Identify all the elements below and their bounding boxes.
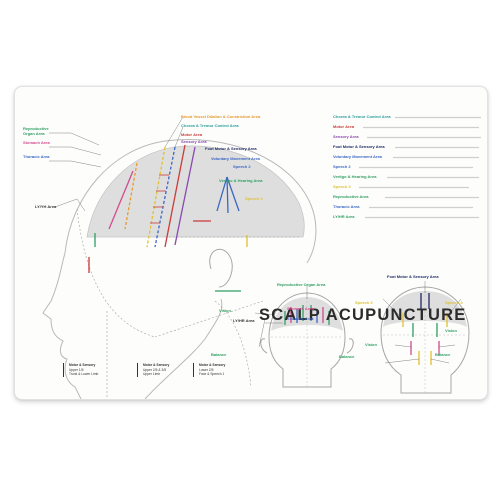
right-list-item: LY/HR Area: [333, 214, 355, 219]
right-list-item: Reproductive Area: [333, 194, 369, 199]
back-label-vision: Vision: [219, 308, 231, 313]
leader-lines: [49, 116, 184, 212]
rear-head: [380, 281, 470, 394]
right-list-item: Thoracic Area: [333, 204, 360, 209]
legend-box-lower-2-5: Motor & Sensory Lower 2/5 Face & Speech …: [193, 363, 225, 377]
legend-line: Face & Speech 1: [199, 372, 225, 377]
rear-label-speech3-right: Speech 3: [445, 300, 463, 305]
rear-label-balance-left: Balance: [339, 354, 355, 359]
label-stomach-area: Stomach Area: [23, 140, 50, 145]
legend-box-upper-1-5: Motor & Sensory Upper 1/5 Trunk & Lower …: [63, 363, 98, 377]
right-list-item: Chorea & Tremor Control Area: [333, 114, 391, 119]
back-label-lyhr: LY/HR Area: [233, 318, 255, 323]
rear-label-vision-right: Vision: [445, 328, 457, 333]
back-label-balance: Balance: [211, 352, 227, 357]
rear-label-foot-motor: Foot Motor & Sensory Area: [387, 274, 439, 279]
label-foot-motor-area: Foot Motor & Sensory Area: [205, 146, 257, 151]
side-area-lines: [88, 144, 248, 292]
rear-label-balance-right: Balance: [435, 352, 451, 357]
ear-shape: [209, 248, 233, 288]
legend-line: Upper 2/5 & 3/5: [143, 367, 167, 372]
right-list-item: Sensory Area: [333, 134, 359, 139]
back-label-stomach: Stomach Area: [287, 306, 314, 311]
label-blood-vessel-area: Blood Vessel Dilation & Constriction Are…: [181, 114, 261, 119]
side-head-profile: [42, 139, 317, 399]
label-thoracic-area: Thoracic Area: [23, 154, 50, 159]
rear-label-vision-left: Vision: [365, 342, 377, 347]
label-voluntary-area: Voluntary Movement Area: [211, 156, 260, 161]
legend-line: Lower 2/5: [199, 367, 214, 372]
legend-line: Trunk & Lower Limb: [69, 372, 99, 377]
label-speech3: Speech 3: [245, 196, 263, 201]
right-list-item: Speech 2: [333, 164, 351, 169]
right-list-item: Foot Motor & Sensory Area: [333, 144, 385, 149]
legend-box-upper-2-5: Motor & Sensory Upper 2/5 & 3/5 Upper Li…: [137, 363, 169, 377]
rear-label-speech3-left: Speech 3: [355, 300, 373, 305]
right-list-item: Vertigo & Hearing Area: [333, 174, 377, 179]
label-lyyh-area: LY/YH Area: [35, 204, 57, 209]
skull-region: [86, 145, 305, 238]
legend-title: Motor & Sensory: [143, 363, 170, 367]
label-reproductive-area: Reproductive Organ Area: [23, 126, 49, 136]
legend-line: Upper 1/5: [69, 367, 84, 372]
label-chorea-area: Chorea & Tremor Control Area: [181, 123, 239, 128]
motor-ticks: [150, 174, 169, 224]
back-label-reproductive: Reproductive Organ Area: [277, 282, 326, 287]
chart-card: SCALP ACUPUNCTURE Reproductive Organ Are…: [14, 86, 488, 400]
label-vertigo-area: Vertigo & Hearing Area: [219, 178, 263, 183]
right-list-item: Motor Area: [333, 124, 354, 129]
guide-lines: [76, 208, 301, 399]
page-title: SCALP ACUPUNCTURE: [259, 306, 467, 324]
legend-title: Motor & Sensory: [69, 363, 96, 367]
right-area-list: Chorea & Tremor Control Area Motor Area …: [333, 114, 483, 225]
label-motor-area: Motor Area: [181, 132, 202, 137]
legend-title: Motor & Sensory: [199, 363, 226, 367]
right-list-description-lines: [359, 116, 481, 219]
back-head: [254, 285, 354, 388]
label-speech2: Speech 2: [233, 164, 251, 169]
back-label-thoracic: Thoracic Area: [287, 316, 314, 321]
legend-line: Upper Limb: [143, 372, 161, 377]
label-sensory-area: Sensory Area: [181, 139, 207, 144]
scalp-diagram: [42, 116, 470, 399]
right-list-item: Speech 3: [333, 184, 351, 189]
right-list-item: Voluntary Movement Area: [333, 154, 382, 159]
